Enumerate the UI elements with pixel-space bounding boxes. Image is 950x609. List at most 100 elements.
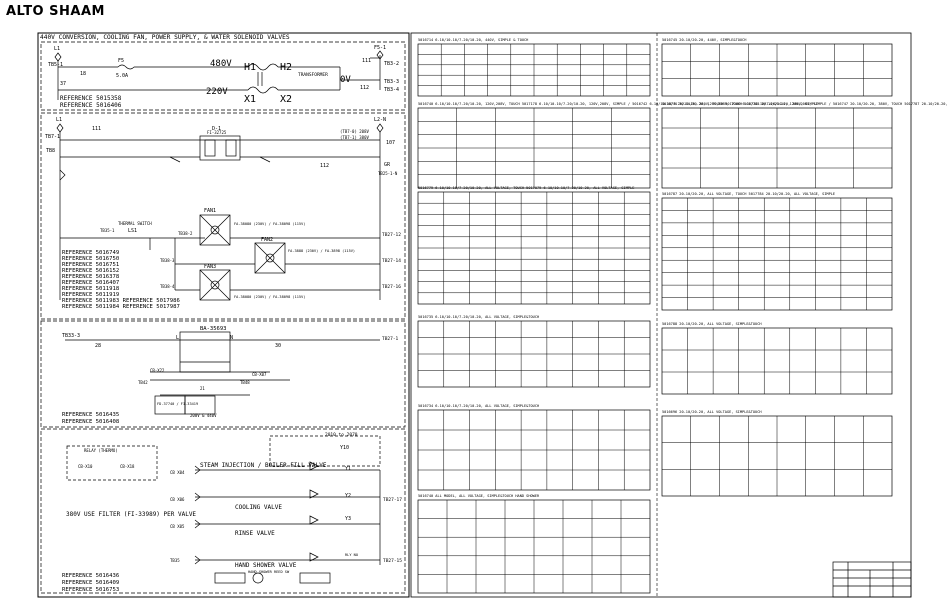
table-title: 5016746 20-10/20-20, 120V,208V, TOUCH 50…: [662, 102, 950, 106]
section-power-supply: [40, 41, 406, 111]
label-tb33-3: TB33-3: [62, 333, 80, 339]
label-cooling-valve: COOLING VALVE: [235, 504, 282, 511]
label-ls1: LS1: [128, 228, 137, 234]
label-fan2: FAN2: [261, 237, 273, 243]
title-block: [832, 561, 912, 598]
label-relay-no: RLY NO: [345, 553, 358, 557]
label-l2-n: L2-N: [374, 117, 386, 123]
label-380v: (TB7-1) 380V: [340, 135, 369, 140]
label-tb38-4: TB38-4: [160, 284, 175, 289]
label-fan3-spec: FA-38080 (230V) / FA-38098 (115V): [234, 295, 305, 299]
label-tb3-4: TB3-4: [384, 87, 399, 93]
label-fan1: FAN1: [204, 208, 216, 214]
label-tb38-3: TB38-3: [160, 258, 175, 263]
reference-line: REFERENCE 5016751: [62, 262, 119, 268]
label-thermal-switch: THERMAL SWITCH: [118, 221, 152, 226]
wiring-table: 5016746 20-10/20-20, 120V,208V, TOUCH 50…: [661, 102, 950, 189]
label-cb-x06: CB X06: [170, 497, 185, 502]
reference-line: REFERENCE 5016378: [62, 274, 120, 280]
label-w112: 112: [360, 85, 369, 91]
wiring-table: 5016779 6-10/10-10/7-20/10-20, ALL VOLTA…: [417, 186, 651, 305]
label-tb5-1: TB5-1: [48, 62, 63, 68]
label-fan2-spec: FA-3888 (230V) / FA-3898 (115V): [288, 249, 355, 253]
label-x2: X2: [280, 94, 292, 105]
label-cb-x10: CB-X10: [78, 464, 93, 469]
reference-line: REFERENCE 5015358: [60, 95, 122, 102]
reference-line: REFERENCE 5016750: [62, 256, 119, 262]
label-tb3-3: TB3-3: [384, 79, 399, 85]
label-w37: 37: [60, 81, 66, 87]
label-tb27-1: TB27-1: [382, 336, 399, 342]
wiring-table: 5016740 ALL MODEL, ALL VOLTAGE, SIMPLE&T…: [417, 494, 651, 594]
reference-line: REFERENCE 5016408: [62, 419, 120, 425]
reference-line: REFERENCE 5016435: [62, 412, 119, 418]
label-relay: RELAY (THERMO): [84, 448, 118, 453]
label-steam-valve: STEAM INJECTION / BOILER FILL VALVE: [200, 462, 327, 469]
label-f5-rating: 5.0A: [116, 73, 128, 79]
section-door-control: [40, 320, 406, 428]
wiring-table: 5016745 20-10/20-20, 440V, SIMPLE&TOUCH: [661, 38, 893, 97]
label-w21: 21: [200, 386, 205, 391]
table-frame: [661, 197, 893, 311]
label-hand-shower-reed: HAND SHOWER REED SW: [248, 570, 290, 574]
label-w111: 111: [362, 58, 371, 64]
wiring-table: 5016787 20-10/20-20, ALL VOLTAGE, TOUCH …: [661, 192, 893, 311]
reference-line: REFERENCE 5016409: [62, 580, 119, 586]
label-tb38-2: TB38-2: [178, 231, 193, 236]
label-cb-x07: CB-X07: [252, 372, 267, 377]
label-l1: L1: [54, 46, 60, 52]
label-n: N: [230, 335, 233, 341]
label-w30: 30: [275, 343, 281, 349]
label-d-1: D-1: [212, 126, 221, 132]
label-220v: 220V: [206, 87, 228, 97]
label-y10: Y10: [340, 445, 349, 451]
label-gr: GR: [384, 162, 391, 168]
section-cooling-fan: [40, 112, 406, 320]
table-title: 5016745 20-10/20-20, 440V, SIMPLE&TOUCH: [662, 38, 746, 42]
label-range: 2010 to 2070: [325, 432, 358, 438]
label-w112: 112: [320, 163, 329, 169]
label-x1: X1: [244, 94, 256, 105]
label-transformer: TRANSFORMER: [298, 72, 328, 78]
label-cb-x22: CB-X22: [150, 368, 165, 373]
label-hand-shower-valve: HAND SHOWER VALVE: [235, 562, 297, 569]
label-tb42: TB42: [138, 380, 148, 385]
label-208v-440v: 208V & 440V: [190, 413, 217, 418]
table-frame: [661, 327, 893, 395]
label-y1: Y1: [345, 466, 351, 472]
reference-line: REFERENCE 5011983 REFERENCE 5017986: [62, 298, 180, 304]
label-tb27-14: TB27-14: [382, 258, 401, 264]
label-107: 107: [386, 140, 395, 146]
label-fan1-spec: FA-38080 (230V) / FA-38098 (115V): [234, 222, 305, 226]
label-tb25-1-n: TB25-1-N: [378, 171, 398, 176]
label-tb3-2: TB3-2: [384, 61, 399, 67]
wiring-table: 5016740 6-10/10-10/7-20/10-20, 120V,208V…: [417, 102, 818, 189]
label-y3: Y3: [345, 516, 351, 522]
reference-line: REFERENCE 5016436: [62, 573, 119, 579]
label-h1: H1: [244, 62, 256, 73]
label-cb-x05: CB X05: [170, 524, 185, 529]
reference-line: REFERENCE 5016406: [60, 102, 122, 109]
label-rinse-valve: RINSE VALVE: [235, 530, 275, 537]
label-fi: FI-32725: [207, 130, 227, 135]
label-y2: Y2: [345, 493, 351, 499]
reference-line: REFERENCE 5011918: [62, 286, 120, 292]
alto-shaam-logo: ALTO SHAAM: [6, 4, 105, 19]
label-tb27-17: TB27-17: [383, 497, 402, 503]
section-water-valves: [40, 428, 406, 594]
label-tb35: TB35: [170, 558, 180, 563]
label-w111: 111: [92, 126, 101, 132]
table-title: 5016740 6-10/10-10/7-20/10-20, 120V,208V…: [418, 102, 818, 106]
wiring-table: 5016735 6-10/10-10/7-20/10-20, ALL VOLTA…: [417, 315, 651, 388]
label-filter-note: 380V USE FILTER (FI-33989) PER VALVE: [66, 511, 196, 518]
label-f5: F5: [118, 58, 124, 64]
wiring-table: 5016714 6-10/10-10/7-20/10-20, 440V, SIM…: [417, 38, 651, 97]
reference-line: REFERENCE 5016152: [62, 268, 119, 274]
label-w28: 28: [95, 343, 101, 349]
section-1-title: 440V CONVERSION, COOLING FAN, POWER SUPP…: [40, 34, 290, 41]
label-tb27-16: TB27-16: [382, 284, 401, 290]
reference-line: REFERENCE 5011919: [62, 292, 119, 298]
table-title: 5016714 6-10/10-10/7-20/10-20, 440V, SIM…: [418, 38, 528, 42]
table-title: 5016696 20-10/20-20, ALL VOLTAGE, SIMPLE…: [662, 410, 762, 414]
